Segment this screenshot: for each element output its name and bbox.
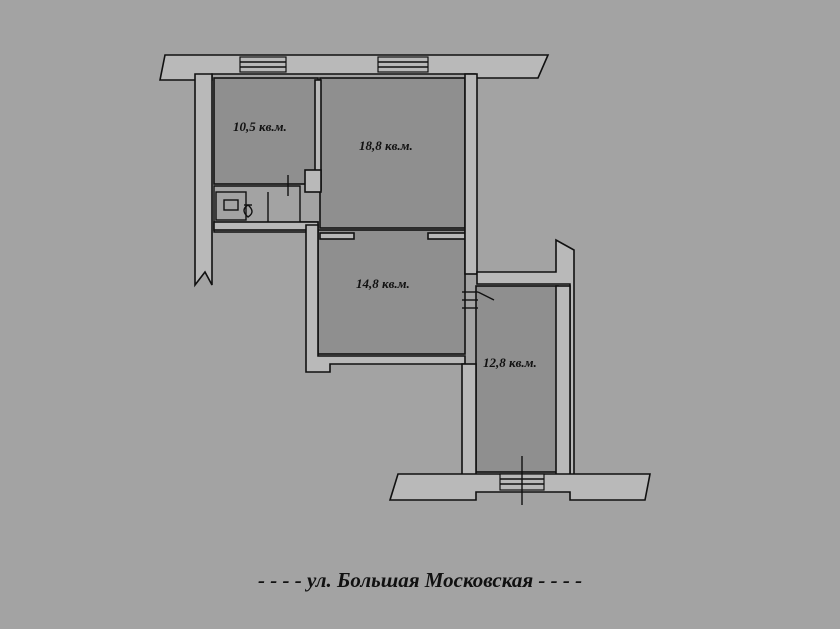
- bathtub-icon: [215, 191, 247, 221]
- room-label-14-8: 14,8 кв.м.: [356, 276, 410, 291]
- room-label-18-8: 18,8 кв.м.: [359, 138, 413, 153]
- partition-stub-right: [427, 232, 466, 240]
- right-partition-upper: [464, 73, 478, 275]
- bathroom-wall: [213, 221, 319, 231]
- top-window-right: [377, 56, 429, 73]
- room-1-area: [213, 77, 319, 185]
- street-label: - - - - ул. Большая Московская - - - -: [258, 568, 582, 592]
- room-3-area: [317, 229, 466, 355]
- top-wall: [159, 54, 550, 81]
- top-window-left: [239, 56, 287, 73]
- bottom-window: [499, 456, 545, 505]
- room-2-area: [319, 77, 466, 229]
- left-wall: [194, 73, 213, 288]
- room-4-right-wall: [555, 285, 571, 477]
- room-4-left-wall: [461, 363, 477, 477]
- room-label-10-5: 10,5 кв.м.: [233, 119, 287, 134]
- room-label-12-8: 12,8 кв.м.: [483, 355, 537, 370]
- toilet-icon: [243, 204, 253, 218]
- entry-marks: [462, 291, 495, 309]
- partition-pillar: [304, 169, 322, 193]
- room-4-area: [475, 285, 559, 473]
- partition-stub-left: [319, 232, 355, 240]
